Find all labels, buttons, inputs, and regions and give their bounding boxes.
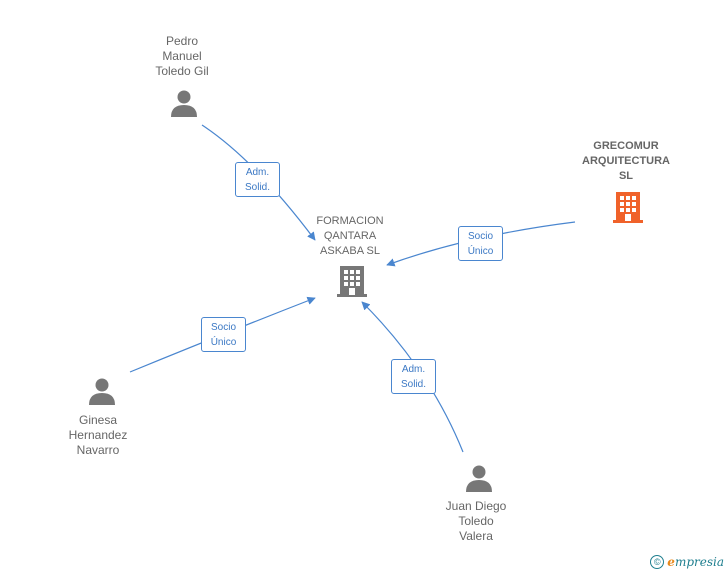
building-icon [337,266,367,297]
node-label-ginesa: Ginesa Hernandez Navarro [68,413,128,457]
person-icon [171,90,197,117]
person-icon [466,465,492,492]
edge-label-juan-formacion: Adm. Solid. [391,359,436,394]
edge-label-pedro-formacion: Adm. Solid. [235,162,280,197]
node-label-juan: Juan Diego Toledo Valera [445,499,507,543]
copyright-icon: © [650,555,665,569]
node-label-pedro: Pedro Manuel Toledo Gil [155,34,209,78]
watermark: © empresia [650,555,724,569]
building-icon [613,192,643,223]
node-label-grecomur: GRECOMUR ARQUITECTURA SL [582,140,670,182]
person-icon [89,378,115,405]
edge-label-grecomur-formacion: Socio Único [458,226,503,261]
node-label-formacion: FORMACION QANTARA ASKABA SL [316,215,384,257]
brand-logo: empresia [667,555,724,569]
edge-label-ginesa-formacion: Socio Único [201,317,246,352]
